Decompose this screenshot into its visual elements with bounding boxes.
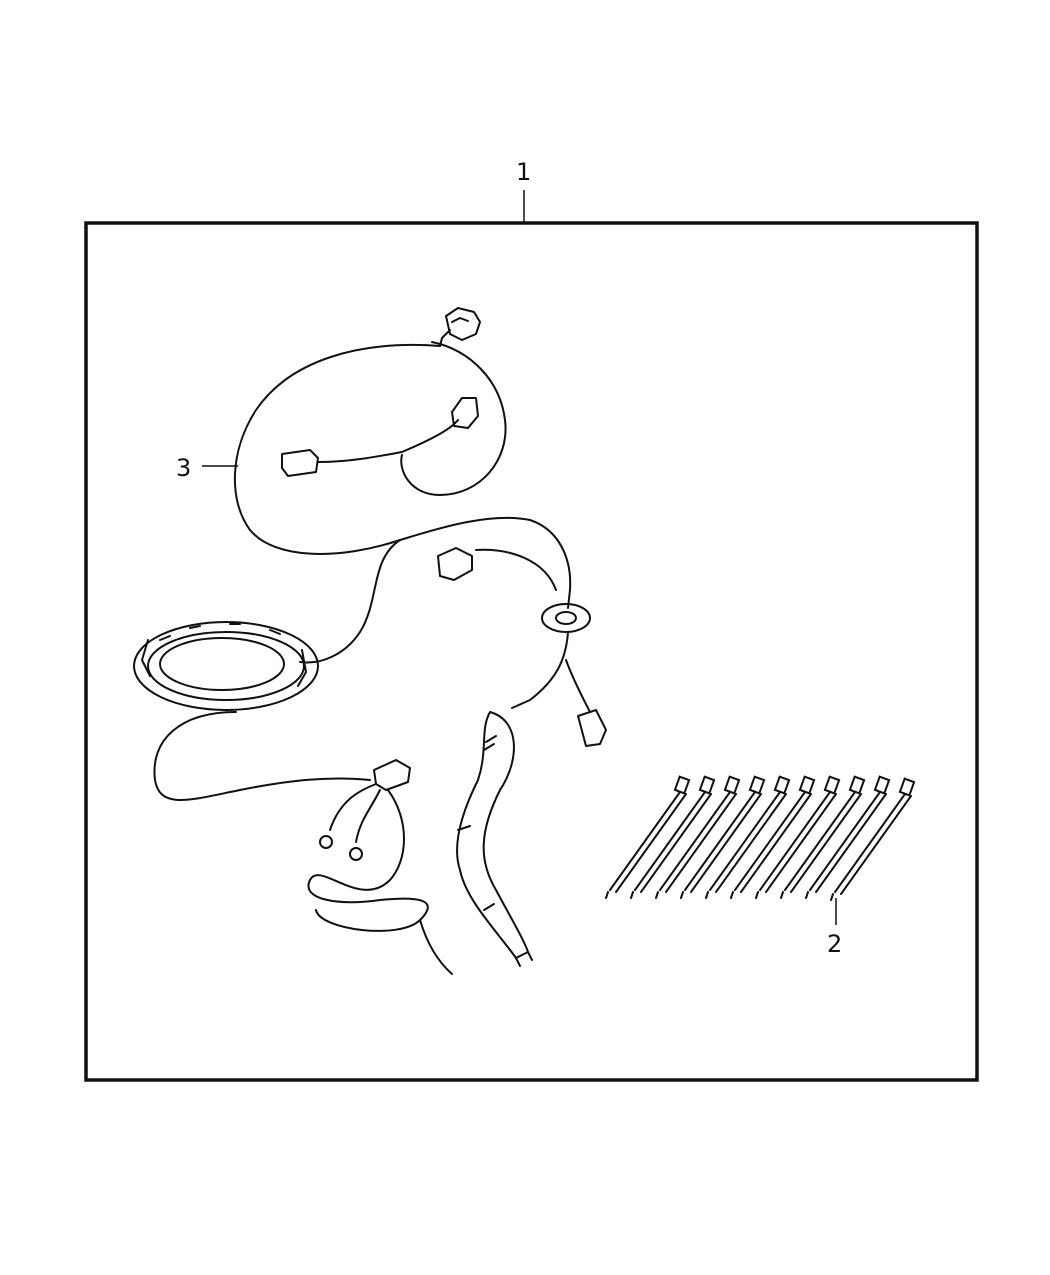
- harness-top-connector: [440, 308, 480, 346]
- cable-tie: [681, 777, 764, 898]
- harness-connector-middle: [438, 548, 472, 580]
- harness-grommet: [542, 604, 590, 632]
- cable-tie: [831, 779, 914, 900]
- cable-tie: [631, 777, 714, 898]
- ring-terminal-right: [350, 848, 362, 860]
- callout-cable-ties-number: 2: [827, 930, 843, 958]
- harness-connector-upper-right: [452, 398, 478, 428]
- ring-terminal-left: [320, 836, 332, 848]
- harness-connector-lower: [578, 710, 606, 746]
- harness-connector-bottom: [374, 760, 410, 790]
- callout-kit-number: 1: [516, 158, 532, 186]
- harness-coil: [134, 622, 318, 710]
- cable-tie: [781, 777, 864, 898]
- harness-wrapped-lead: [457, 712, 528, 958]
- cable-tie: [806, 777, 889, 898]
- cable-tie: [731, 777, 814, 898]
- cable-ties: [606, 777, 914, 900]
- harness-connector-left: [282, 450, 318, 476]
- cable-tie: [706, 777, 789, 898]
- cable-tie: [756, 777, 839, 898]
- kit-frame: [86, 223, 977, 1080]
- cable-tie: [656, 777, 739, 898]
- callout-wiring-harness-number: 3: [176, 454, 192, 482]
- wiring-harness: [134, 308, 606, 974]
- cable-tie: [606, 777, 689, 898]
